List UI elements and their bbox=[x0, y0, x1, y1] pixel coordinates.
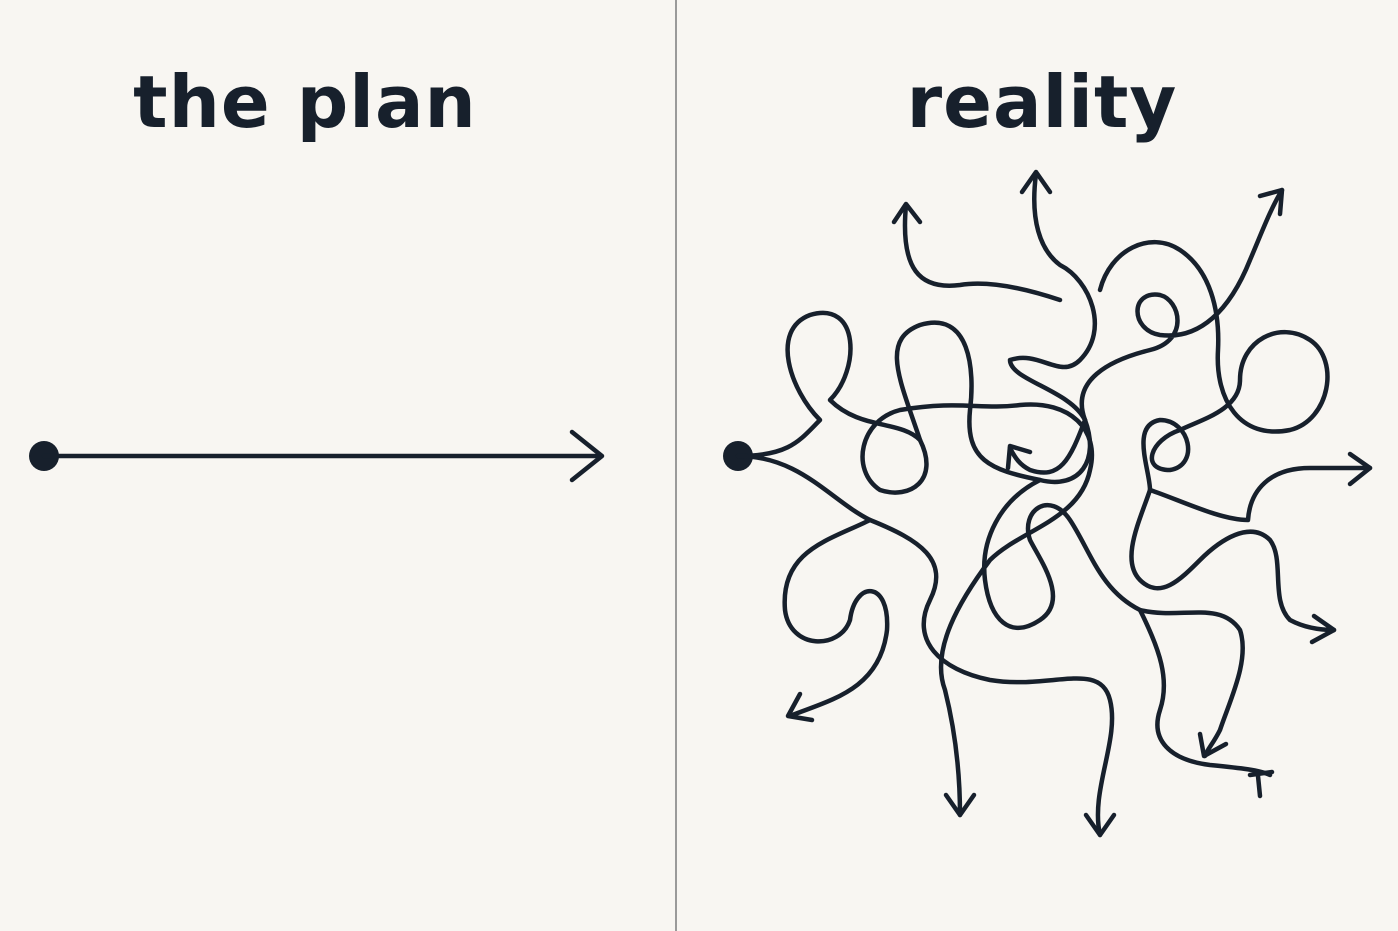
reality-path-2-arrowhead-icon bbox=[1083, 812, 1117, 838]
reality-path-11-arrowhead-icon bbox=[1005, 443, 1033, 471]
reality-path-10 bbox=[1137, 607, 1273, 778]
reality-path-1 bbox=[735, 310, 1095, 818]
reality-path-6-arrowhead-icon bbox=[891, 201, 923, 225]
reality-path-1-arrowhead-icon bbox=[943, 792, 977, 818]
reality-path-6 bbox=[902, 202, 1063, 303]
reality-path-11 bbox=[1007, 417, 1088, 475]
plan-title: the plan bbox=[133, 60, 477, 144]
plan-straight-arrow-drawing bbox=[29, 429, 605, 483]
reality-path-3-arrowhead-icon bbox=[785, 691, 815, 723]
reality-path-9-arrowhead-icon bbox=[1197, 731, 1229, 759]
reality-path-8 bbox=[1147, 465, 1373, 523]
reality-path-4-arrowhead-icon bbox=[1257, 187, 1285, 217]
reality-path-3 bbox=[782, 517, 890, 719]
reality-path-7 bbox=[1097, 239, 1337, 633]
plan-arrowhead-icon bbox=[569, 429, 605, 483]
reality-path-9 bbox=[982, 477, 1245, 759]
panel-divider bbox=[675, 0, 677, 931]
reality-path-7-arrowhead-icon bbox=[1309, 613, 1337, 645]
reality-path-5-arrowhead-icon bbox=[1019, 169, 1053, 195]
reality-panel: reality bbox=[677, 0, 1398, 931]
reality-tangled-paths-drawing bbox=[723, 169, 1373, 838]
reality-path-5 bbox=[1007, 171, 1098, 423]
reality-title: reality bbox=[906, 60, 1178, 144]
plan-panel: the plan bbox=[0, 0, 675, 931]
reality-path-8-arrowhead-icon bbox=[1347, 451, 1373, 487]
reality-path-10-endcap-icon bbox=[1247, 769, 1275, 799]
reality-path-4 bbox=[894, 187, 1285, 485]
reality-path-2 bbox=[735, 453, 1115, 838]
